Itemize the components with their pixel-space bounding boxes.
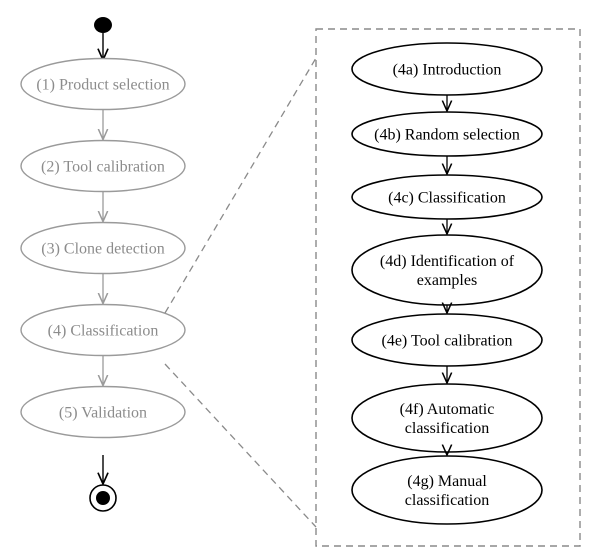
substep-introduction-label: (4a) Introduction <box>393 62 502 79</box>
step-clone-detection-label: (3) Clone detection <box>41 241 165 258</box>
step-tool-calibration: (2) Tool calibration <box>20 139 186 193</box>
substep-manual-classification-label: (4g) Manual <box>407 473 487 490</box>
step-classification-label: (4) Classification <box>48 323 159 340</box>
substep-classification-label: (4c) Classification <box>388 190 506 207</box>
substep-introduction: (4a) Introduction <box>351 42 543 96</box>
substep-random-selection-label: (4b) Random selection <box>374 127 520 144</box>
expansion-region <box>315 28 581 547</box>
step-validation-label: (5) Validation <box>59 405 147 422</box>
step-product-selection-label: (1) Product selection <box>36 77 169 94</box>
start-node <box>94 17 112 33</box>
substep-automatic-classification-label: classification <box>405 420 489 437</box>
step-clone-detection: (3) Clone detection <box>20 221 186 275</box>
substep-manual-classification: (4g) Manual classification <box>351 455 543 525</box>
substep-automatic-classification-shape <box>351 383 543 453</box>
expansion-connector-bottom <box>164 363 317 528</box>
substep-identification-of-examples-label: examples <box>417 272 477 289</box>
substep-classification: (4c) Classification <box>351 174 543 220</box>
step-tool-calibration-label: (2) Tool calibration <box>41 159 165 176</box>
substep-tool-calibration: (4e) Tool calibration <box>351 313 543 367</box>
substep-identification-of-examples-shape <box>351 234 543 306</box>
substep-tool-calibration-label: (4e) Tool calibration <box>382 333 513 350</box>
substep-identification-of-examples-label: (4d) Identification of <box>380 253 515 270</box>
substep-identification-of-examples: (4d) Identification of examples <box>351 234 543 306</box>
expansion-connector-top <box>164 57 317 314</box>
substep-manual-classification-shape <box>351 455 543 525</box>
step-validation: (5) Validation <box>20 385 186 439</box>
main-flow: (1) Product selection (2) Tool calibratio… <box>20 57 186 439</box>
substep-random-selection: (4b) Random selection <box>351 111 543 157</box>
end-node-dot <box>96 491 110 505</box>
substep-automatic-classification: (4f) Automatic classification <box>351 383 543 453</box>
substep-manual-classification-label: classification <box>405 492 489 509</box>
step-product-selection: (1) Product selection <box>20 57 186 111</box>
substep-automatic-classification-label: (4f) Automatic <box>400 401 495 418</box>
sub-flow: (4a) Introduction (4b) Random selection (4… <box>351 42 543 525</box>
step-classification: (4) Classification <box>20 303 186 357</box>
